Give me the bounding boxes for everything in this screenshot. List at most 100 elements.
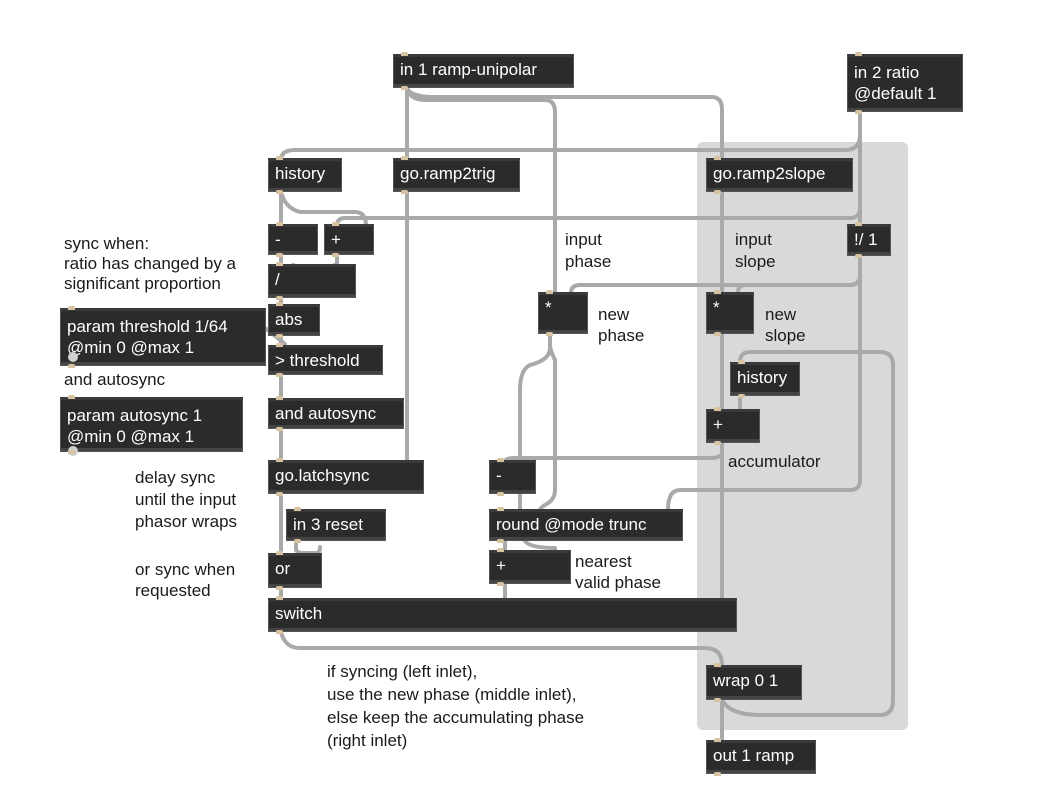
comment-input-phase-1: input	[565, 230, 602, 249]
ramp2slope-object[interactable]: go.ramp2slope	[706, 158, 853, 192]
inlet-port[interactable]	[714, 290, 721, 294]
inlet-port[interactable]	[855, 52, 862, 56]
outlet-port[interactable]	[276, 190, 283, 194]
cable	[569, 254, 862, 295]
inlet-port[interactable]	[332, 222, 339, 226]
inlet-port[interactable]	[855, 222, 862, 226]
outlet-port[interactable]	[497, 492, 504, 496]
ramp2trig-object[interactable]: go.ramp2trig	[393, 158, 520, 192]
inlet-port[interactable]	[68, 395, 75, 399]
inlet-port[interactable]	[276, 262, 283, 266]
cable	[666, 254, 862, 512]
outlet-port[interactable]	[497, 539, 504, 543]
comment-and-autosync: and autosync	[64, 370, 166, 389]
comment-requested: requested	[135, 581, 211, 600]
outlet-port[interactable]	[855, 254, 862, 258]
or-object[interactable]: or	[268, 553, 322, 588]
inlet-port[interactable]	[401, 156, 408, 160]
outlet-port[interactable]	[714, 441, 721, 445]
inlet-port[interactable]	[276, 156, 283, 160]
inlet-port[interactable]	[497, 548, 504, 552]
outlet-port[interactable]	[332, 253, 339, 257]
inlet-port[interactable]	[497, 507, 504, 511]
outlet-port[interactable]	[276, 253, 283, 257]
multiply-slope-object[interactable]: *	[706, 292, 754, 334]
outlet-port[interactable]	[276, 586, 283, 590]
outlet-1-object[interactable]: out 1 ramp	[706, 740, 816, 774]
wrap-object[interactable]: wrap 0 1	[706, 665, 802, 700]
threshold-compare-object[interactable]: > threshold	[268, 345, 383, 375]
inlet-port[interactable]	[714, 663, 721, 667]
inlet-port[interactable]	[276, 302, 283, 306]
comment-input-slope-2: slope	[735, 252, 776, 271]
and-autosync-object[interactable]: and autosync	[268, 398, 404, 429]
inlet-port[interactable]	[546, 290, 553, 294]
add-phase-object[interactable]: +	[489, 550, 571, 584]
switch-object[interactable]: switch	[268, 598, 737, 632]
outlet-port[interactable]	[855, 110, 862, 114]
outlet-port[interactable]	[714, 190, 721, 194]
cable	[523, 539, 557, 553]
outlet-port[interactable]	[276, 630, 283, 634]
accumulator-add-object[interactable]: +	[706, 409, 760, 443]
inlet-port[interactable]	[276, 396, 283, 400]
history-object[interactable]: history	[268, 158, 342, 192]
inlet-port[interactable]	[276, 596, 283, 600]
outlet-port[interactable]	[68, 364, 75, 368]
divide-object[interactable]: /	[268, 264, 356, 298]
outlet-port[interactable]	[68, 450, 75, 454]
outlet-port[interactable]	[401, 86, 408, 90]
subtract-object[interactable]: -	[268, 224, 318, 255]
cable	[503, 441, 724, 464]
multiply-phase-object[interactable]: *	[538, 292, 588, 334]
outlet-port[interactable]	[714, 772, 721, 776]
inlet-port[interactable]	[714, 407, 721, 411]
outlet-port[interactable]	[294, 539, 301, 543]
reverse-divide-object[interactable]: !/ 1	[847, 224, 891, 256]
cable	[279, 630, 724, 667]
comment-new-slope-1: new	[765, 305, 797, 324]
inlet-2-object[interactable]: in 2 ratio @default 1	[847, 54, 963, 112]
add-object[interactable]: +	[324, 224, 374, 255]
inlet-port[interactable]	[276, 551, 283, 555]
inlet-port[interactable]	[714, 738, 721, 742]
param-knob-icon	[68, 352, 78, 362]
param-autosync-object[interactable]: param autosync 1 @min 0 @max 1	[60, 397, 243, 452]
inlet-port[interactable]	[497, 458, 504, 462]
outlet-port[interactable]	[714, 332, 721, 336]
latchsync-object[interactable]: go.latchsync	[268, 460, 424, 494]
inlet-port[interactable]	[714, 156, 721, 160]
comment-phasor-wraps: phasor wraps	[135, 512, 238, 531]
comment-delay-sync: delay sync	[135, 468, 216, 487]
outlet-port[interactable]	[401, 190, 408, 194]
outlet-port[interactable]	[276, 373, 283, 377]
comment-use-new: use the new phase (middle inlet),	[327, 685, 577, 704]
outlet-port[interactable]	[497, 582, 504, 586]
param-threshold-object[interactable]: param threshold 1/64 @min 0 @max 1	[60, 308, 266, 366]
outlet-port[interactable]	[714, 698, 721, 702]
subtract-phase-object[interactable]: -	[489, 460, 536, 494]
abs-object[interactable]: abs	[268, 304, 320, 336]
inlet-port[interactable]	[276, 458, 283, 462]
outlet-port[interactable]	[276, 427, 283, 431]
inlet-port[interactable]	[276, 343, 283, 347]
outlet-port[interactable]	[276, 334, 283, 338]
outlet-port[interactable]	[276, 492, 283, 496]
history-accumulator-object[interactable]: history	[730, 362, 800, 396]
comment-or-sync: or sync when	[135, 560, 236, 579]
comment-if-syncing: if syncing (left inlet),	[327, 662, 478, 681]
outlet-port[interactable]	[738, 394, 745, 398]
outlet-port[interactable]	[276, 296, 283, 300]
comment-else-keep: else keep the accumulating phase	[327, 708, 585, 727]
outlet-port[interactable]	[546, 332, 553, 336]
inlet-port[interactable]	[401, 52, 408, 56]
comment-input-phase-2: phase	[565, 252, 612, 271]
inlet-port[interactable]	[276, 222, 283, 226]
round-object[interactable]: round @mode trunc	[489, 509, 683, 541]
inlet-port[interactable]	[294, 507, 301, 511]
inlet-1-object[interactable]: in 1 ramp-unipolar	[393, 54, 574, 88]
inlet-3-reset-object[interactable]: in 3 reset	[286, 509, 386, 541]
inlet-port[interactable]	[738, 360, 745, 364]
inlet-port[interactable]	[68, 306, 75, 310]
